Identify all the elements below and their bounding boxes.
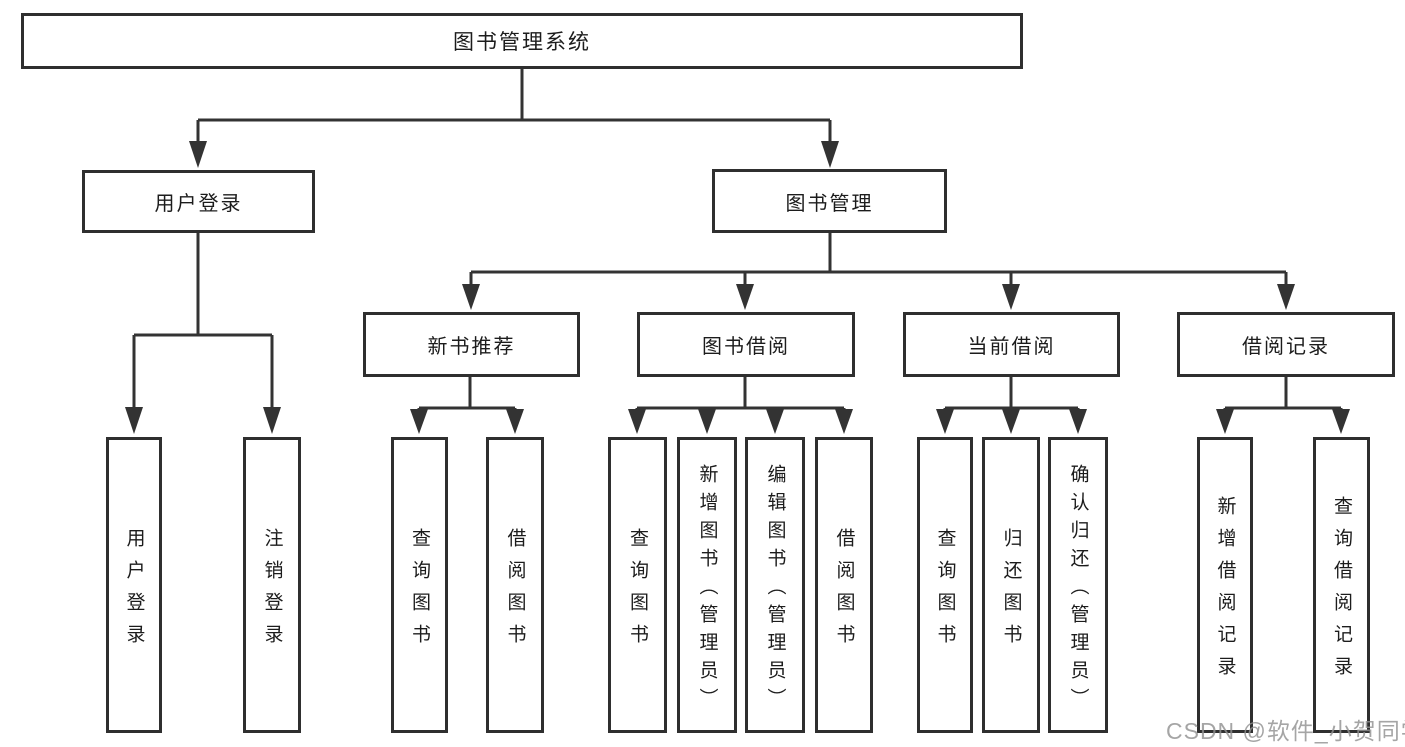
leaf-label: 用户登录 bbox=[123, 527, 145, 656]
leaf-logout: 注销登录 bbox=[243, 437, 301, 733]
csdn-watermark: CSDN @软件_小贺同学 bbox=[1166, 718, 1405, 744]
leaf-add-borrow-record: 新增借阅记录 bbox=[1197, 437, 1253, 733]
node-borrowing-records: 借阅记录 bbox=[1177, 312, 1395, 377]
leaf-label: 借阅图书 bbox=[504, 527, 526, 656]
leaf-label: 借阅图书 bbox=[833, 527, 855, 656]
leaf-edit-book-admin: 编辑图书（管理员） bbox=[745, 437, 805, 733]
leaf-label: 确认归还（管理员） bbox=[1067, 463, 1089, 716]
leaf-query-books-current: 查询图书 bbox=[917, 437, 973, 733]
leaf-user-login: 用户登录 bbox=[106, 437, 162, 733]
node-new-book-recommendation: 新书推荐 bbox=[363, 312, 580, 377]
leaf-label: 查询图书 bbox=[627, 527, 648, 656]
leaf-borrow-books-recommend: 借阅图书 bbox=[486, 437, 544, 733]
leaf-label: 归还图书 bbox=[1000, 527, 1022, 656]
leaf-query-books-recommend: 查询图书 bbox=[391, 437, 448, 733]
leaf-label: 查询借阅记录 bbox=[1331, 495, 1352, 688]
leaf-label: 新增图书（管理员） bbox=[696, 463, 718, 716]
leaf-label: 查询图书 bbox=[409, 527, 430, 656]
leaf-add-book-admin: 新增图书（管理员） bbox=[677, 437, 737, 733]
node-book-borrowing: 图书借阅 bbox=[637, 312, 855, 377]
leaf-label: 新增借阅记录 bbox=[1214, 495, 1236, 688]
node-user-login: 用户登录 bbox=[82, 170, 315, 233]
leaf-label: 注销登录 bbox=[261, 527, 283, 656]
leaf-label: 编辑图书（管理员） bbox=[764, 463, 786, 716]
leaf-query-borrow-record: 查询借阅记录 bbox=[1313, 437, 1370, 733]
leaf-confirm-return-admin: 确认归还（管理员） bbox=[1048, 437, 1108, 733]
node-book-management: 图书管理 bbox=[712, 169, 947, 233]
leaf-query-books-borrowing: 查询图书 bbox=[608, 437, 667, 733]
leaf-label: 查询图书 bbox=[934, 527, 956, 656]
leaf-return-books: 归还图书 bbox=[982, 437, 1040, 733]
node-current-borrowing: 当前借阅 bbox=[903, 312, 1120, 377]
node-root: 图书管理系统 bbox=[21, 13, 1023, 69]
leaf-borrow-books-borrowing: 借阅图书 bbox=[815, 437, 873, 733]
